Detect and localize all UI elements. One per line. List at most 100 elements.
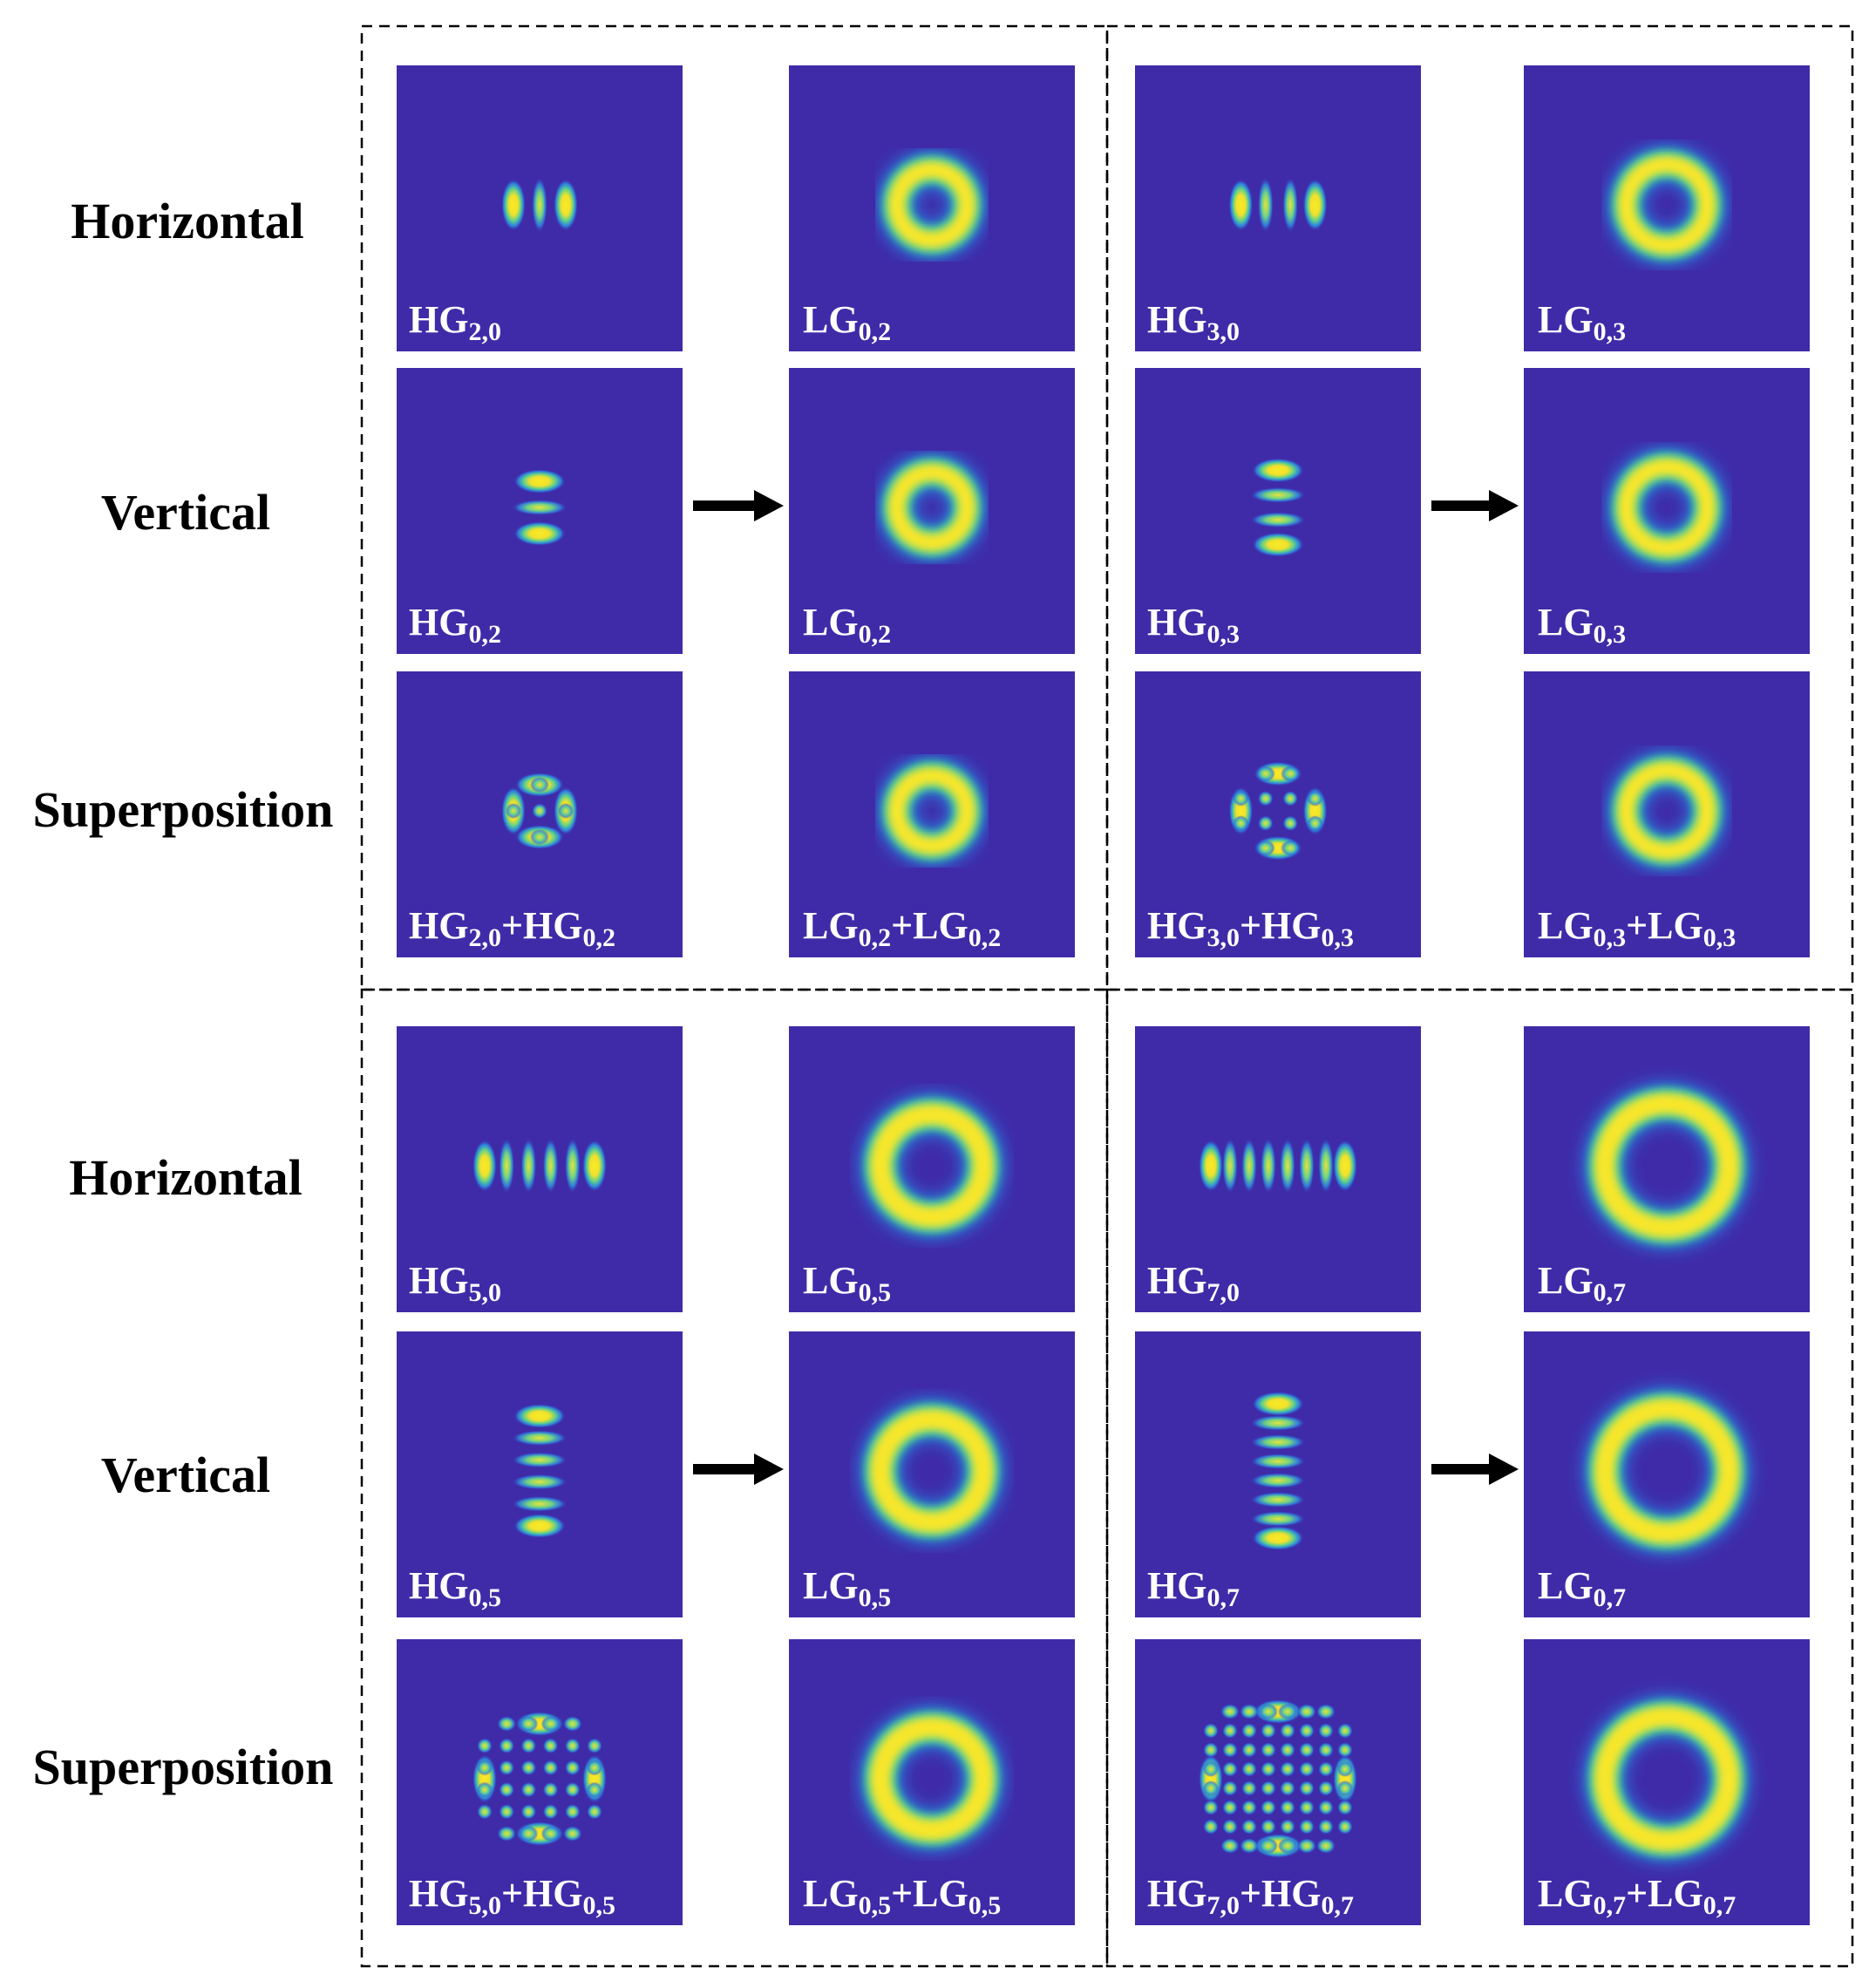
superposition-lobe [1203, 1723, 1219, 1739]
conversion-arrow-head [754, 490, 784, 521]
superposition-lobe [1261, 1761, 1276, 1777]
lg-mode-tile: LG0,3 [1524, 65, 1810, 351]
superposition-lobe [1222, 1761, 1238, 1777]
superposition-lobe [1282, 790, 1299, 807]
hg-lobe [1250, 1492, 1306, 1508]
superposition-lobe [1280, 1723, 1295, 1739]
lg-ring [1593, 1705, 1741, 1853]
hg-lobe [520, 1138, 537, 1194]
superposition-lobe [1307, 815, 1323, 832]
superposition-lobe [1297, 1838, 1316, 1854]
superposition-lobe [520, 1803, 537, 1820]
lg-ring [887, 160, 977, 250]
superposition-lobe [530, 777, 549, 793]
superposition-lobe [1203, 1742, 1219, 1758]
lg-mode-label: LG0,2+LG0,2 [803, 904, 1001, 952]
lg-mode-label: LG0,3 [1538, 298, 1626, 346]
hg-mode-label: HG7,0 [1147, 1259, 1240, 1307]
superposition-lobe [1241, 1819, 1257, 1835]
superposition-lobe [1318, 1761, 1334, 1777]
hg-lobe [1302, 179, 1328, 231]
superposition-lobe [1337, 1742, 1353, 1758]
tile-background [1135, 1639, 1421, 1925]
superposition-lobe [1241, 1761, 1257, 1777]
superposition-lobe [520, 1781, 537, 1798]
lg-mode-label: LG0,2 [803, 298, 891, 346]
superposition-lobe [564, 1781, 581, 1798]
hg-lobe [1250, 1473, 1306, 1488]
superposition-lobe [1257, 790, 1274, 807]
conversion-arrows [693, 490, 1519, 1485]
superposition-lobe [1233, 790, 1249, 807]
superposition-lobe [587, 1738, 602, 1754]
tile-background [1524, 368, 1810, 654]
hg-lobe [512, 1474, 567, 1490]
hg-lobe [1222, 1138, 1238, 1194]
superposition-lobe [1222, 1742, 1238, 1758]
superposition-lobe [1278, 1838, 1297, 1854]
hg-mode-label: HG3,0 [1147, 298, 1240, 346]
superposition-lobe [1280, 1780, 1295, 1796]
hg-mode-label: HG2,0+HG0,2 [409, 904, 615, 952]
superposition-lobe [519, 1716, 539, 1732]
hg-lobe [1252, 1392, 1304, 1416]
hg-lobe [499, 1138, 515, 1194]
lg-mode-label: LG0,5 [803, 1564, 891, 1612]
superposition-lobe [542, 1738, 559, 1754]
hg-lobe [1250, 1454, 1306, 1469]
lg-mode-tile: LG0,3+LG0,3 [1524, 671, 1810, 957]
hg-lobe [512, 1495, 567, 1512]
superposition-lobe [1255, 840, 1275, 856]
lg-mode-label: LG0,5 [803, 1259, 891, 1307]
lg-mode-tile: LG0,2 [789, 65, 1075, 351]
conversion-arrow-head [754, 1454, 784, 1485]
superposition-lobe [1233, 815, 1249, 832]
superposition-lobe [1222, 1800, 1238, 1815]
superposition-lobe [1337, 1819, 1353, 1835]
superposition-lobe [564, 1738, 581, 1754]
superposition-lobe [1337, 1723, 1353, 1739]
hg-lobe [512, 1430, 567, 1447]
tile-background [1524, 65, 1810, 351]
superposition-lobe [530, 829, 549, 845]
hg-lobe [1252, 532, 1304, 557]
superposition-lobe [564, 1760, 581, 1776]
hg-mode-label: HG0,7 [1147, 1564, 1240, 1612]
lg-mode-tile: LG0,5 [789, 1026, 1075, 1312]
frame-quadrant-hg5 [360, 988, 1109, 1968]
superposition-lobe [1259, 1704, 1278, 1719]
hg-mode-tile: HG0,3 [1135, 368, 1421, 654]
superposition-lobe [1261, 1780, 1276, 1796]
tile-background [1135, 671, 1421, 957]
superposition-lobe [1261, 1800, 1276, 1815]
conversion-arrow-head [1489, 490, 1519, 521]
hg-lobe [1250, 512, 1306, 528]
superposition-lobe [1241, 1742, 1257, 1758]
lg-mode-tile: LG0,2+LG0,2 [789, 671, 1075, 957]
conversion-arrow-head [1489, 1454, 1519, 1485]
superposition-lobe [1299, 1819, 1315, 1835]
tile-background [1524, 1639, 1810, 1925]
tile-background [1524, 1331, 1810, 1617]
row-label-superposition: Superposition [33, 781, 334, 838]
hg-lobe [1299, 1138, 1315, 1194]
hg-lobe [1250, 1434, 1306, 1450]
superposition-lobe [1280, 1761, 1295, 1777]
hg-lobe [1318, 1138, 1334, 1194]
superposition-lobe [540, 1826, 561, 1842]
tile-background [789, 1331, 1075, 1617]
hg-lobe [513, 1404, 566, 1428]
superposition-lobe [587, 1803, 602, 1820]
superposition-lobe [587, 1781, 602, 1798]
superposition-lobe [497, 1716, 517, 1732]
superposition-lobe [1337, 1761, 1353, 1777]
lg-ring [869, 1716, 995, 1842]
superposition-lobe [520, 1738, 537, 1754]
superposition-lobe [1307, 790, 1323, 807]
hg-mode-tile: HG0,2 [397, 368, 683, 654]
lg-mode-tile: LG0,5+LG0,5 [789, 1639, 1075, 1925]
superposition-lobe [499, 1803, 515, 1820]
tile-background [397, 1026, 683, 1312]
superposition-lobe [1222, 1780, 1238, 1796]
tile-background [789, 671, 1075, 957]
